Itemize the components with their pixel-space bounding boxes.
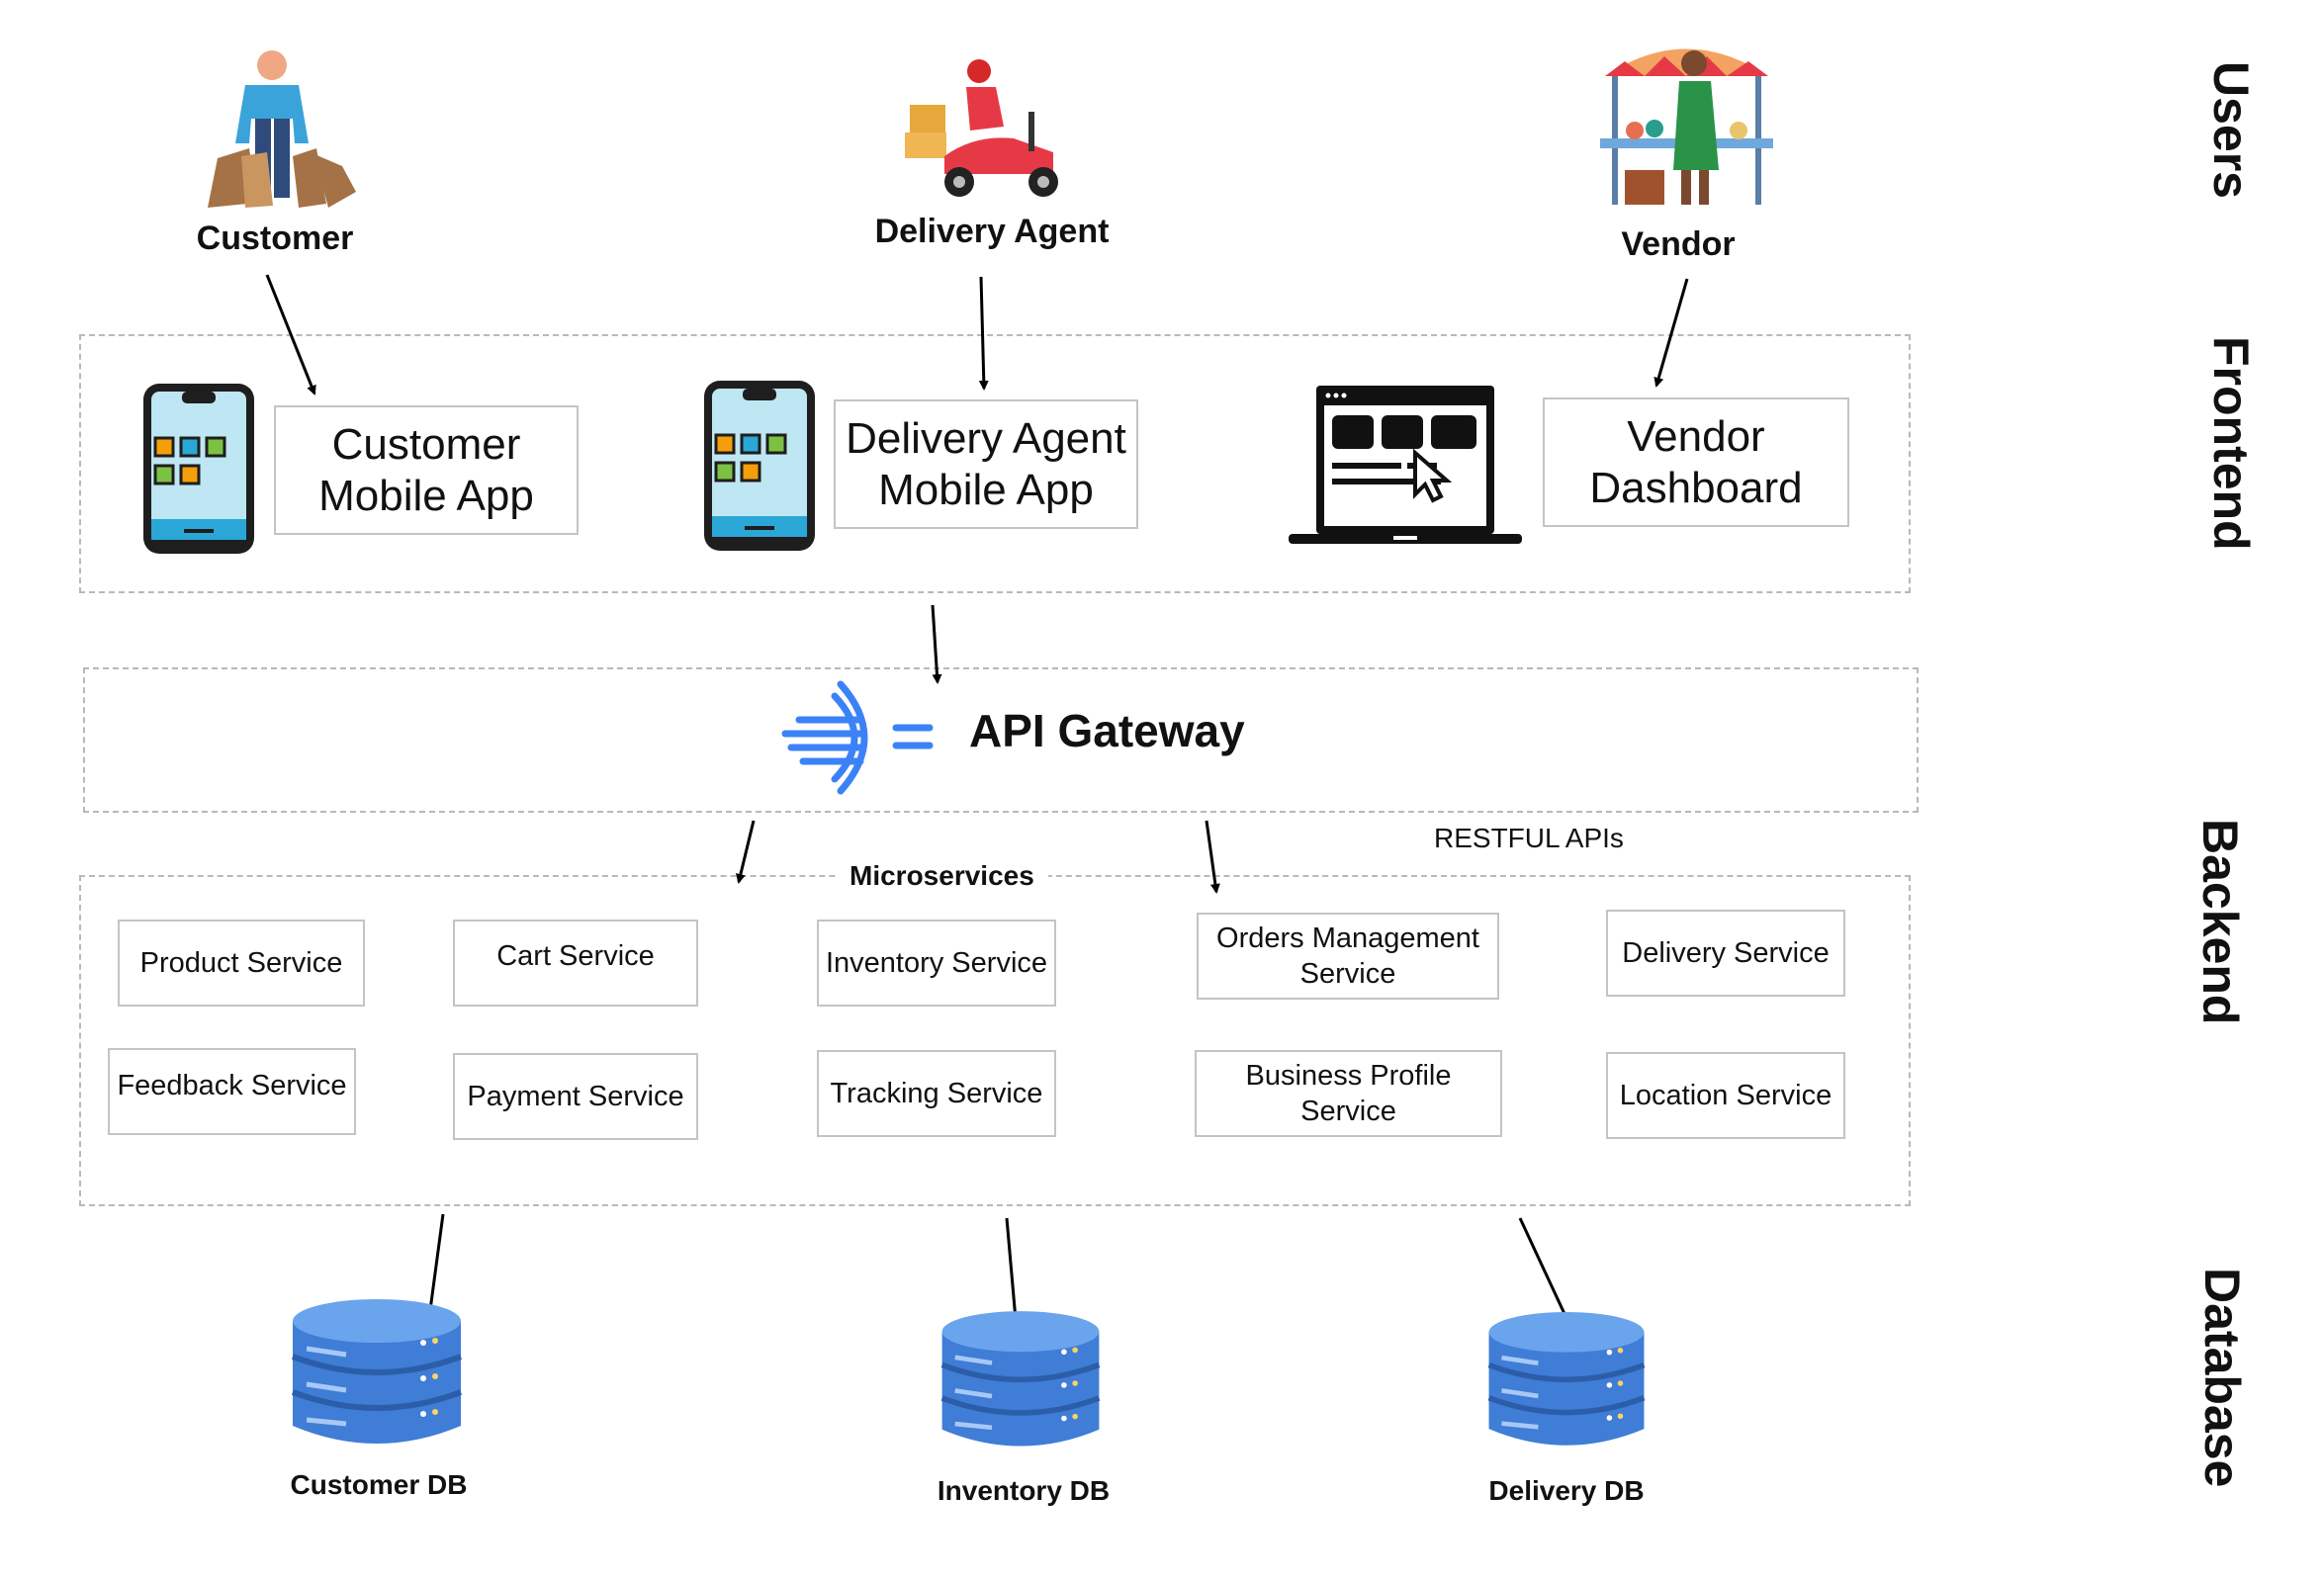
user-label-delivery-agent: Delivery Agent xyxy=(874,213,1110,250)
api-gateway-label: API Gateway xyxy=(969,705,1245,756)
arrow-gateway-to-services-right xyxy=(1205,820,1220,894)
arrow-agent-to-app xyxy=(978,276,989,391)
delivery-agent-mobile-app-box: Delivery Agent Mobile App xyxy=(834,399,1138,529)
orders-management-service-box: Orders Management Service xyxy=(1197,913,1499,1000)
delivery-scooter-icon xyxy=(905,57,1073,201)
feedback-service-box: Feedback Service xyxy=(108,1048,356,1135)
frontend-group xyxy=(79,334,1911,593)
payment-service-box: Payment Service xyxy=(453,1053,698,1140)
tracking-service-box: Tracking Service xyxy=(817,1050,1056,1137)
layer-label-database: Database xyxy=(2194,1268,2250,1488)
customer-mobile-app-box: Customer Mobile App xyxy=(274,405,579,535)
product-service-box: Product Service xyxy=(118,920,365,1007)
vendor-dashboard-box: Vendor Dashboard xyxy=(1543,397,1849,527)
market-stall-vendor-icon xyxy=(1600,22,1773,210)
smartphone-app-icon xyxy=(140,381,257,557)
arrow-frontend-to-gateway xyxy=(931,604,942,684)
layer-label-users: Users xyxy=(2203,61,2259,199)
database-icon xyxy=(1483,1303,1650,1463)
arrow-vendor-to-dashboard xyxy=(1654,278,1689,388)
business-profile-service-box: Business Profile Service xyxy=(1195,1050,1502,1137)
restful-apis-label: RESTFUL APIs xyxy=(1434,823,1624,853)
microservices-label: Microservices xyxy=(836,860,1048,892)
inventory-db-label: Inventory DB xyxy=(937,1475,1111,1506)
cart-service-box: Cart Service xyxy=(453,920,698,1007)
gateway-group xyxy=(83,667,1919,813)
arrow-services-to-delivery-db xyxy=(1518,1217,1574,1333)
shopper-with-bags-icon xyxy=(198,49,366,222)
user-label-vendor: Vendor xyxy=(1621,225,1736,263)
laptop-dashboard-icon xyxy=(1289,384,1522,548)
delivery-service-box: Delivery Service xyxy=(1606,910,1845,997)
inventory-service-box: Inventory Service xyxy=(817,920,1056,1007)
layer-label-frontend: Frontend xyxy=(2203,336,2259,551)
database-icon xyxy=(287,1297,467,1455)
user-label-customer: Customer xyxy=(196,220,354,257)
customer-db-label: Customer DB xyxy=(290,1469,468,1500)
api-gateway-icon xyxy=(781,678,935,797)
delivery-db-label: Delivery DB xyxy=(1488,1475,1645,1506)
arrow-gateway-to-services-left xyxy=(736,820,756,884)
layer-label-backend: Backend xyxy=(2192,819,2248,1025)
arrow-customer-to-app xyxy=(265,274,316,396)
smartphone-app-icon xyxy=(701,378,818,554)
location-service-box: Location Service xyxy=(1606,1052,1845,1139)
database-icon xyxy=(937,1303,1105,1463)
